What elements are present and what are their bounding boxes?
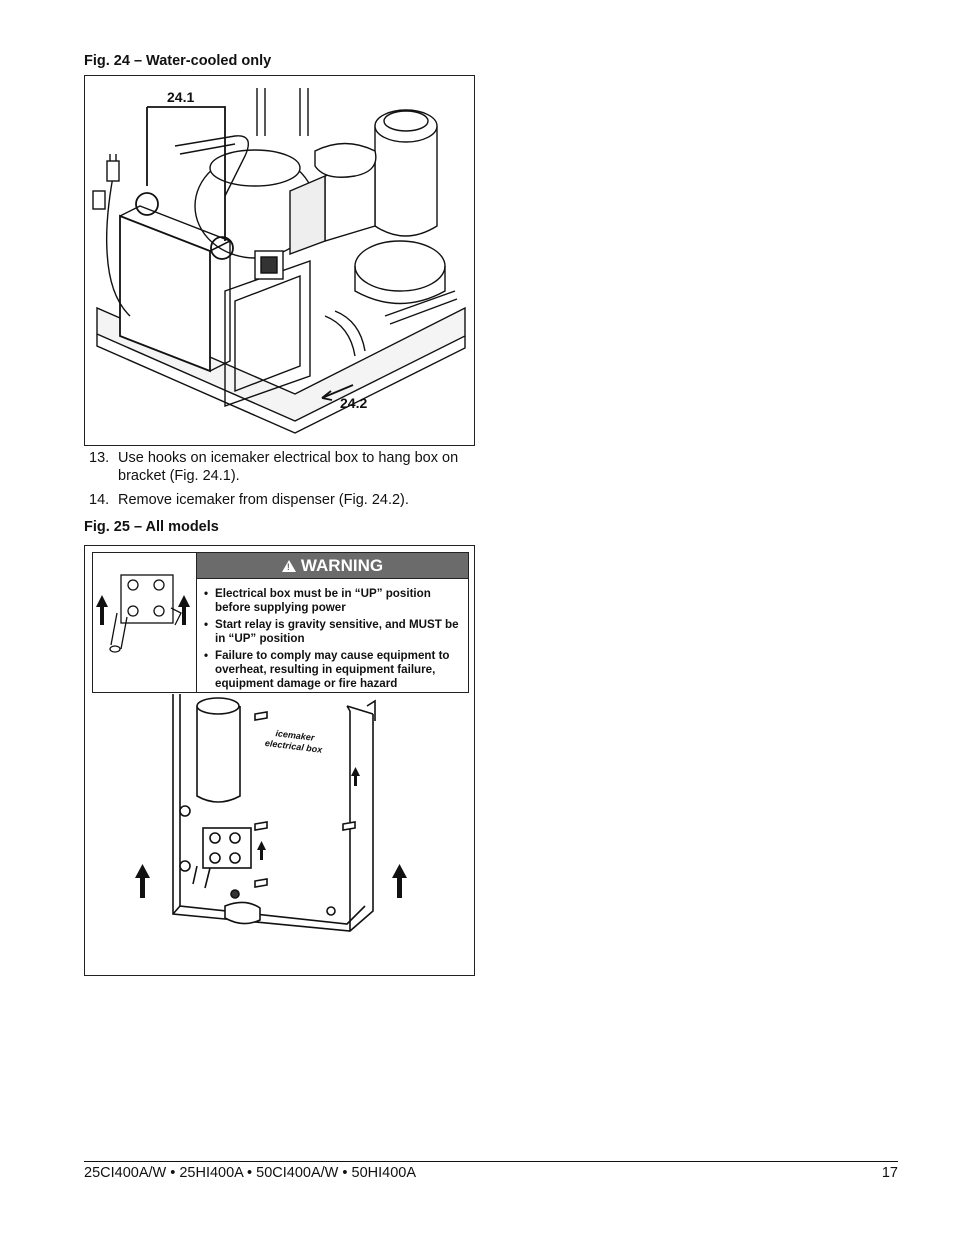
warning-item: Electrical box must be in “UP” position … [197,587,466,615]
warning-item: Start relay is gravity sensitive, and MU… [197,618,466,646]
step-text: Use hooks on icemaker electrical box to … [118,450,459,484]
icemaker-unit-drawing [92,88,466,434]
warning-header: ! WARNING [197,553,468,579]
warning-panel: ! WARNING Electrical box must be in “UP”… [92,552,469,693]
relay-detail-drawing [96,574,190,653]
electrical-box-drawing [135,694,407,932]
footer-divider [84,1161,898,1162]
page-number: 17 [881,1165,898,1181]
callout-24-2: 24.2 [340,395,368,411]
fig25-illustration: icemaker electrical box ! [84,545,475,976]
fig25-caption: Fig. 25 – All models [84,519,219,535]
warning-item: Failure to comply may cause equipment to… [197,649,466,691]
step-13: 13. Use hooks on icemaker electrical box… [84,449,484,485]
relay-detail-thumbnail [93,553,197,692]
step-14: 14. Remove icemaker from dispenser (Fig.… [84,491,484,509]
fig24-caption: Fig. 24 – Water-cooled only [84,53,272,69]
fig24-illustration: 24.1 24.2 [84,75,475,446]
footer-model-numbers: 25CI400A/W • 25HI400A • 50CI400A/W • 50H… [84,1165,416,1181]
step-number: 13. [89,450,110,466]
step-text: Remove icemaker from dispenser (Fig. 24.… [118,492,409,508]
step-list: 13. Use hooks on icemaker electrical box… [84,449,484,515]
callout-24-1: 24.1 [167,89,195,105]
warning-triangle-icon: ! [281,559,296,572]
step-number: 14. [89,492,110,508]
warning-list: Electrical box must be in “UP” position … [197,587,466,694]
warning-title: WARNING [300,555,384,575]
